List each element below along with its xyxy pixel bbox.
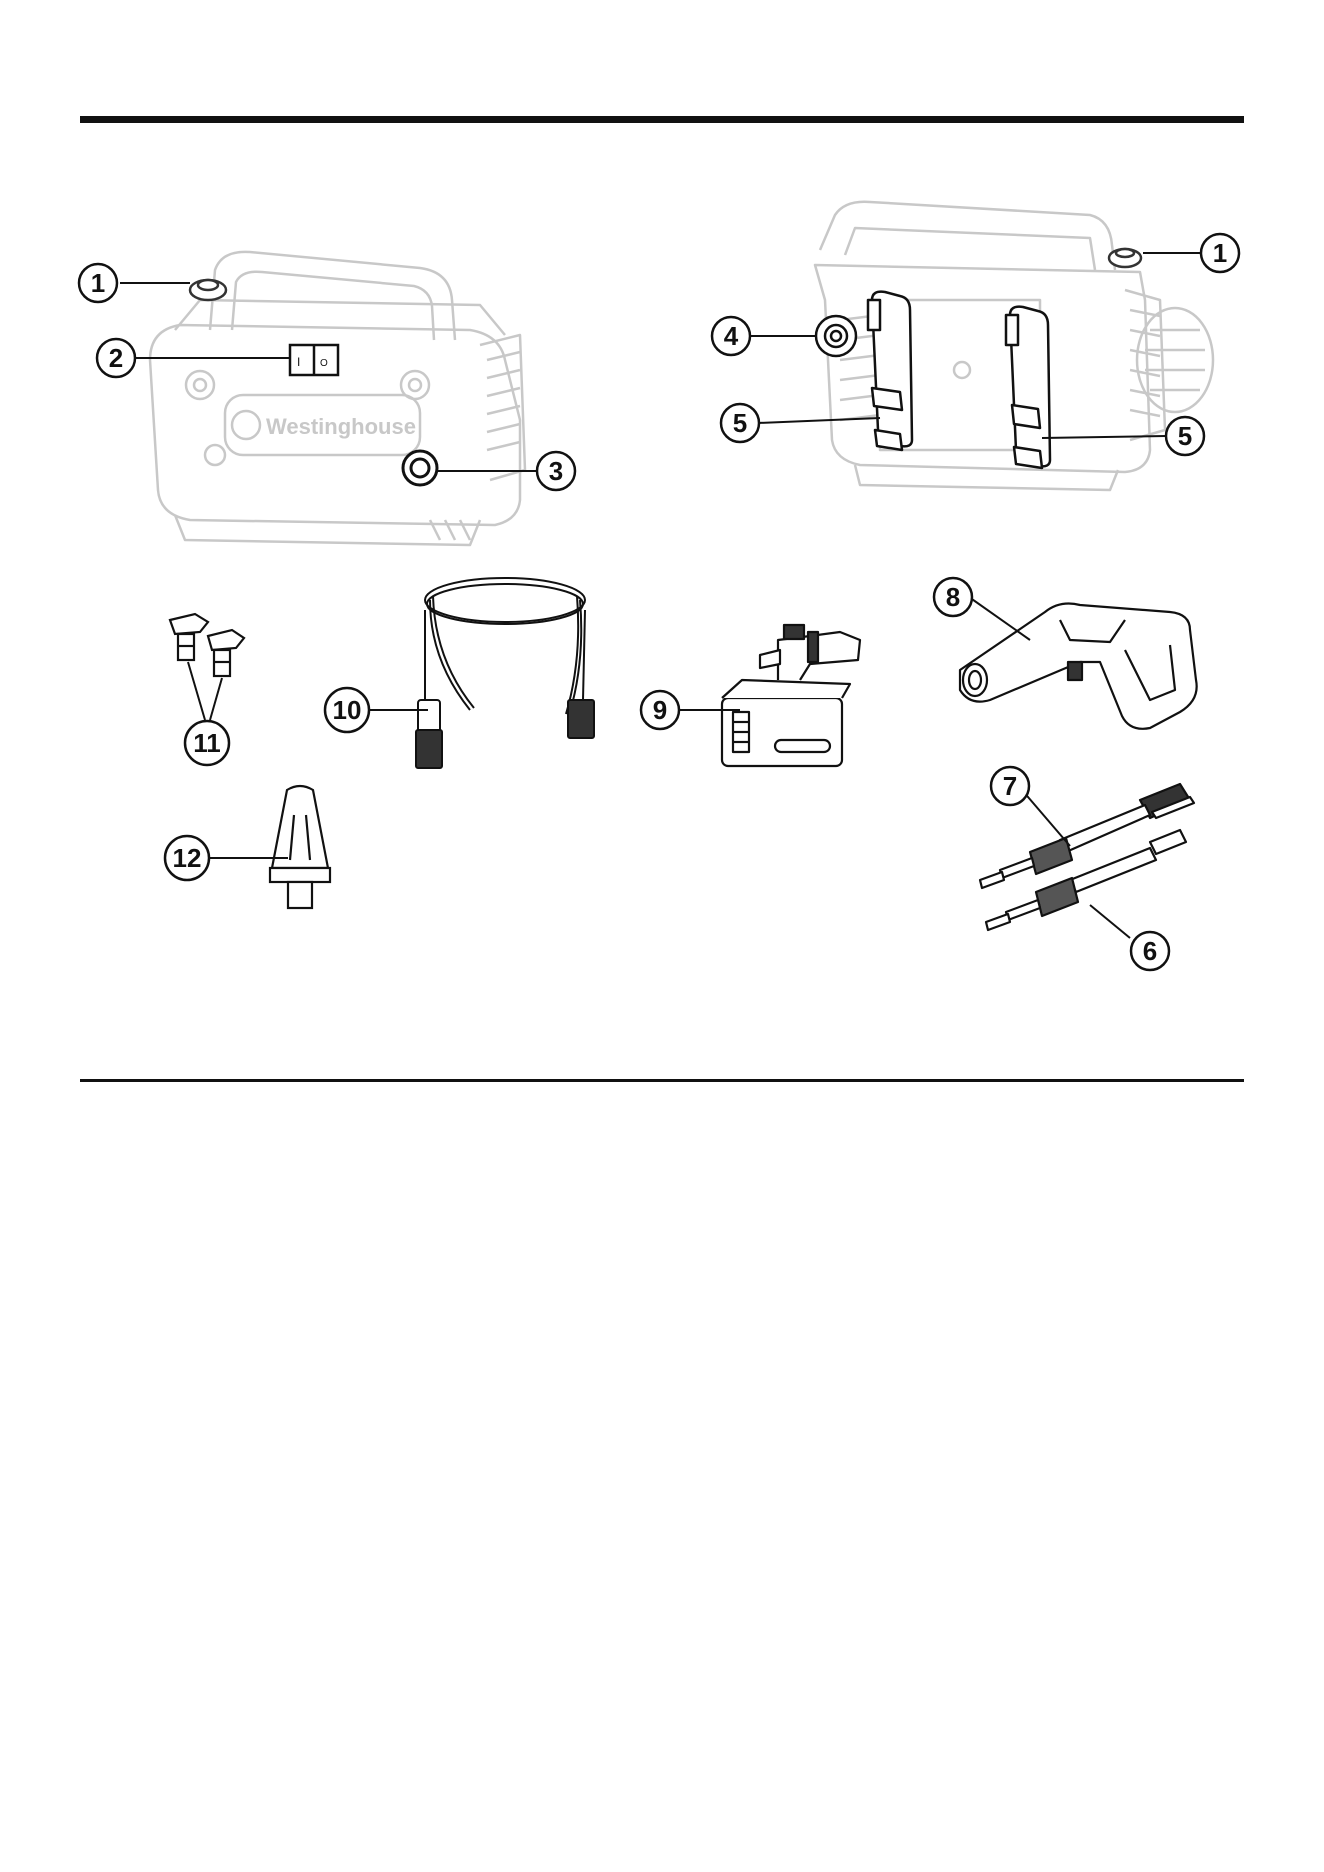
callout-7: 7	[991, 767, 1029, 805]
svg-text:2: 2	[109, 343, 123, 373]
svg-text:10: 10	[333, 695, 362, 725]
callout-6: 6	[1131, 932, 1169, 970]
hose-fittings	[416, 700, 594, 768]
svg-text:11: 11	[193, 728, 221, 758]
callout-1-front: 1	[79, 264, 117, 302]
cap-rear	[1109, 249, 1141, 267]
callout-4: 4	[712, 317, 750, 355]
water-outlet	[403, 451, 437, 485]
accessory-holder-left	[868, 292, 912, 450]
callout-10: 10	[325, 688, 369, 732]
svg-text:1: 1	[91, 268, 105, 298]
parts-figure: Westinghouse I O	[0, 0, 1324, 1080]
svg-text:3: 3	[549, 456, 563, 486]
callout-3: 3	[537, 452, 575, 490]
bottom-rule	[80, 1079, 1244, 1082]
accessory-holder-right	[1006, 307, 1050, 468]
svg-text:7: 7	[1003, 771, 1017, 801]
cap-front	[190, 280, 226, 300]
nozzle-tips	[170, 614, 244, 676]
callout-11: 11	[185, 721, 229, 765]
callout-2: 2	[97, 339, 135, 377]
callout-1-rear: 1	[1201, 234, 1239, 272]
turbo-nozzle	[270, 786, 330, 908]
callout-5-right: 5	[1166, 417, 1204, 455]
svg-text:5: 5	[1178, 421, 1192, 451]
switch-off-mark: O	[320, 358, 328, 369]
switch-on-mark: I	[297, 355, 300, 369]
water-inlet	[816, 316, 856, 356]
svg-text:8: 8	[946, 582, 960, 612]
high-pressure-hose	[425, 578, 585, 714]
svg-text:6: 6	[1143, 936, 1157, 966]
svg-text:4: 4	[724, 321, 739, 351]
svg-text:9: 9	[653, 695, 667, 725]
spray-gun	[960, 604, 1197, 729]
callout-5-left: 5	[721, 404, 759, 442]
svg-text:1: 1	[1213, 238, 1227, 268]
callout-9: 9	[641, 691, 679, 729]
brand-wordmark: Westinghouse	[266, 414, 416, 439]
callout-8: 8	[934, 578, 972, 616]
extension-wand-lower	[986, 830, 1186, 930]
svg-text:12: 12	[173, 843, 202, 873]
callout-12: 12	[165, 836, 209, 880]
svg-text:5: 5	[733, 408, 747, 438]
foam-cannon	[722, 625, 860, 766]
